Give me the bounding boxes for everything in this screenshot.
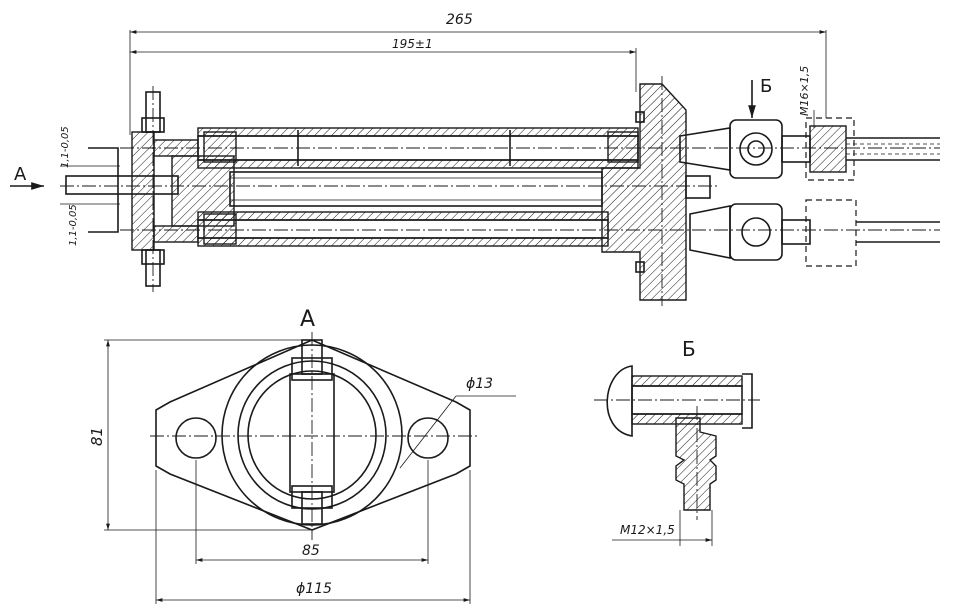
lower-tube	[120, 211, 940, 247]
dimension-flange-diameter: ϕ115	[155, 470, 471, 604]
dim-265: 265	[446, 12, 473, 28]
upper-fitting	[679, 117, 940, 181]
flange-outline	[155, 339, 471, 531]
bolt-hole-right	[407, 417, 449, 459]
dimension-thread-fitting: M12×1,5	[612, 510, 713, 546]
dim-195: 195±1	[392, 37, 433, 51]
dim-gap-lower: 1,1-0,05	[68, 204, 79, 246]
assembly-section-view: 265 195±1	[10, 12, 940, 306]
dim-115: ϕ115	[296, 581, 332, 597]
dim-13: ϕ13	[466, 376, 493, 392]
inlet-nozzle	[60, 147, 179, 233]
view-a-title: A	[300, 307, 315, 332]
dim-85: 85	[302, 543, 320, 559]
left-flange	[131, 86, 235, 292]
view-b-fitting: Б M12×1,5	[594, 337, 760, 546]
dimension-bolt-spacing: 85	[195, 460, 429, 564]
view-arrow-a: A 1,1-0,05 1,1-0,05	[10, 126, 79, 246]
right-flange	[601, 76, 711, 306]
upper-tube	[120, 127, 940, 169]
lower-fitting	[689, 199, 940, 267]
dimension-height: 81	[88, 339, 310, 531]
arrow-a-label: A	[14, 164, 27, 185]
view-a-flange: A 81 85 ϕ1	[88, 307, 516, 604]
arrow-b-label: Б	[760, 76, 772, 97]
dimension-tube-length: 195±1	[130, 37, 637, 92]
dim-m12: M12×1,5	[620, 523, 675, 537]
bolt-hole-left	[175, 417, 217, 459]
dim-81: 81	[88, 427, 106, 446]
dim-thread-upper: M16×1,5	[798, 66, 811, 116]
dim-gap-upper: 1,1-0,05	[60, 126, 71, 168]
view-arrow-b: Б M16×1,5	[748, 66, 815, 128]
view-b-title: Б	[682, 337, 696, 361]
dimension-overall-length: 265	[129, 12, 827, 135]
dimension-hole-diameter: ϕ13	[399, 376, 516, 469]
